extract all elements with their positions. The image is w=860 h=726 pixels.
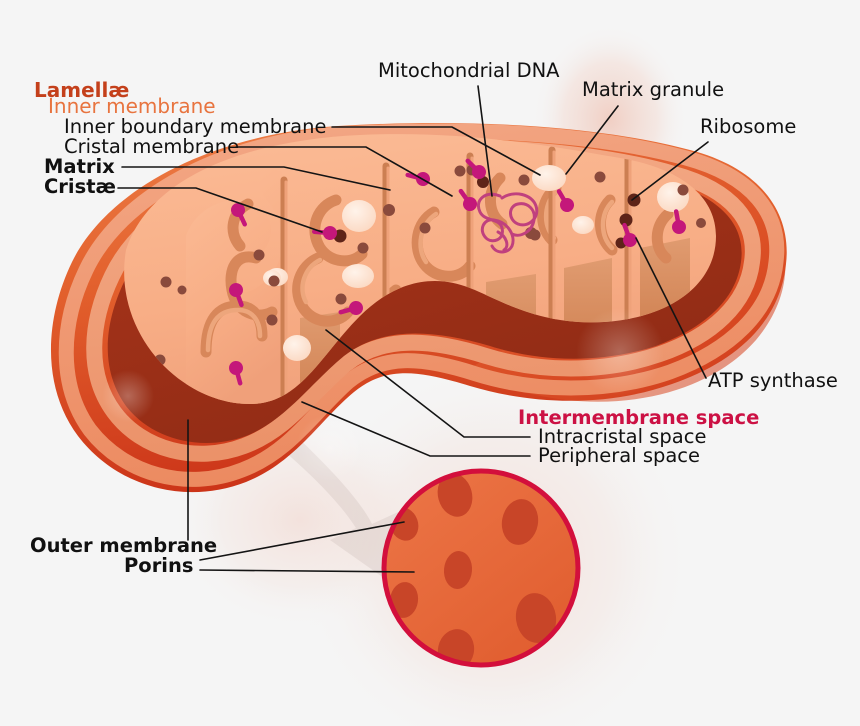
matrix-granule [342, 200, 376, 232]
atp-synthase [229, 283, 244, 308]
leader-line-cristal-membrane [235, 146, 453, 197]
label-lamellae: Lamellæ [34, 78, 129, 102]
ribosome [253, 249, 265, 261]
leader-line-ribosome [631, 141, 709, 201]
ribosome [677, 184, 689, 196]
highlight-bubble [296, 414, 364, 482]
ribosome [529, 229, 541, 241]
label-inner-membrane: Inner membrane [48, 94, 216, 118]
label-intermembrane-space: Intermembrane space [518, 406, 759, 429]
atp-synthase-head [231, 203, 245, 217]
inset-border [381, 468, 581, 668]
leader-line-group [117, 85, 709, 573]
porin [443, 551, 473, 589]
ribosome [518, 174, 530, 186]
atp-synthase-head [229, 361, 243, 375]
inner-boundary-membrane [86, 139, 761, 462]
matrix-granule [342, 264, 374, 288]
label-atp-synthase: ATP synthase [708, 369, 838, 392]
ribosome [357, 242, 369, 254]
ribosome [594, 171, 606, 183]
matrix-granule [532, 165, 566, 191]
atp-synthase-head [349, 301, 363, 315]
ribosome [454, 165, 466, 177]
label-porins: Porins [124, 554, 193, 577]
porin-group [389, 473, 557, 665]
ribosome [696, 218, 706, 228]
ribosome [619, 213, 633, 227]
label-ribosome: Ribosome [700, 115, 796, 138]
ribosome [335, 293, 347, 305]
ribosome [477, 176, 489, 188]
leader-line-peripheral-space [301, 401, 531, 457]
membrane-highlight-group [102, 308, 664, 482]
atp-synthase [556, 189, 574, 212]
leader-line-inner-boundary-membrane [331, 126, 541, 176]
label-inner-boundary-membrane: Inner boundary membrane [64, 115, 326, 138]
label-matrix-granule: Matrix granule [582, 78, 724, 101]
atp-synthase [229, 361, 243, 386]
leader-line-matrix-granule [565, 105, 619, 175]
atp-synthase [231, 203, 248, 227]
outer-membrane-porin-detail[interactable] [381, 468, 581, 674]
leader-line-atp-synthase [635, 237, 707, 379]
ribosome [177, 285, 187, 295]
label-peripheral-space: Peripheral space [538, 444, 700, 467]
atp-synthase [338, 301, 363, 315]
highlight-bubble [102, 370, 154, 422]
label-cristae: Cristæ [44, 175, 116, 198]
porin [437, 473, 473, 517]
mitochondrial-dna [477, 192, 539, 254]
atp-synthase-head [672, 220, 686, 234]
atp-synthase [465, 158, 486, 179]
leader-line-mitochondrial-dna [477, 85, 493, 197]
highlight-bubble [576, 308, 664, 396]
leader-line-matrix [121, 166, 391, 191]
label-matrix: Matrix [44, 155, 115, 178]
outer-membrane-rim [58, 123, 785, 487]
label-cristal-membrane: Cristal membrane [64, 135, 239, 158]
porin [501, 499, 539, 545]
atp-synthase-group [229, 158, 686, 386]
atp-synthase [672, 209, 686, 234]
porin [515, 593, 557, 643]
label-outer-membrane: Outer membrane [30, 534, 217, 557]
label-intracristal-space: Intracristal space [538, 425, 706, 448]
atp-synthase-head [229, 283, 243, 297]
atp-synthase-head [463, 197, 477, 211]
matrix-granule [572, 216, 594, 234]
ribosome [419, 222, 431, 234]
atp-synthase-head [560, 198, 574, 212]
atp-synthase-head [323, 226, 337, 240]
leader-line-porins-b [199, 569, 415, 573]
leader-line-cristae [117, 187, 323, 233]
porin [389, 582, 419, 618]
ribosome [160, 276, 172, 288]
ribosome [383, 204, 395, 216]
atp-synthase-head [623, 233, 637, 247]
atp-synthase [458, 188, 477, 211]
label-group: Lamellæ Inner membrane Inner boundary me… [30, 59, 838, 577]
label-mitochondrial-dna: Mitochondrial DNA [378, 59, 560, 82]
leader-line-porins-a [199, 521, 405, 561]
mitochondrion-body [50, 123, 787, 493]
leader-line-intracristal-space [325, 329, 531, 438]
ribosome [268, 275, 280, 287]
matrix-granule [283, 335, 311, 361]
atp-synthase-head [472, 165, 486, 179]
ribosome [266, 314, 278, 326]
atp-synthase [622, 222, 637, 247]
